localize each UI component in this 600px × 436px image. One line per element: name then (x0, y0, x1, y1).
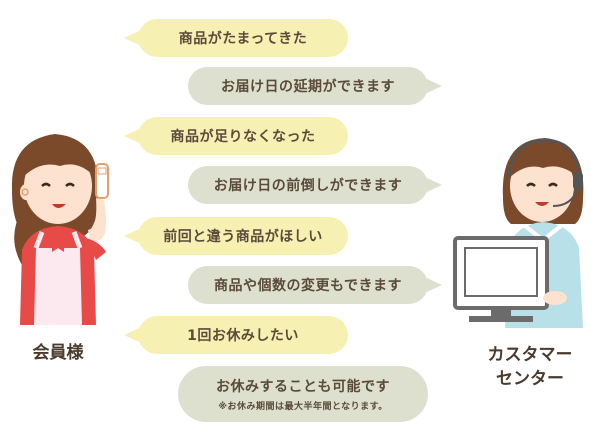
customer-bubble: 前回と違う商品がほしい (124, 217, 348, 255)
support-illustration (453, 138, 584, 328)
bubble-text: お届け日の延期ができます (221, 79, 395, 95)
bubble-text: 商品が足りなくなった (170, 129, 316, 145)
bubble-text: 商品がたまってきた (178, 31, 308, 47)
bubble-text: 1回お休みしたい (187, 328, 299, 344)
support-bubble: 商品や個数の変更もできます (188, 266, 442, 304)
support-bubble: お届け日の延期ができます (188, 67, 442, 105)
customer-label: 会員様 (32, 343, 84, 363)
customer-bubble: 商品が足りなくなった (124, 117, 348, 155)
support-label-line1: カスタマー (487, 345, 573, 365)
customer-bubble: 商品がたまってきた (124, 19, 348, 57)
support-label-line2: センター (496, 369, 564, 389)
bubble-text: 前回と違う商品がほしい (163, 229, 323, 245)
bubble-text: お休みすることも可能です (216, 379, 390, 395)
bubble-note: ※お休み期間は最大半年間となります。 (218, 402, 388, 412)
bubble-text: 商品や個数の変更もできます (214, 278, 402, 294)
customer-illustration (11, 134, 109, 325)
support-bubble: お届け日の前倒しができます (188, 166, 442, 204)
bubble-text: お届け日の前倒しができます (213, 178, 403, 194)
customer-bubble: 1回お休みしたい (124, 316, 348, 354)
support-bubble: お休みすることも可能です ※お休み期間は最大半年間となります。 (178, 366, 428, 422)
